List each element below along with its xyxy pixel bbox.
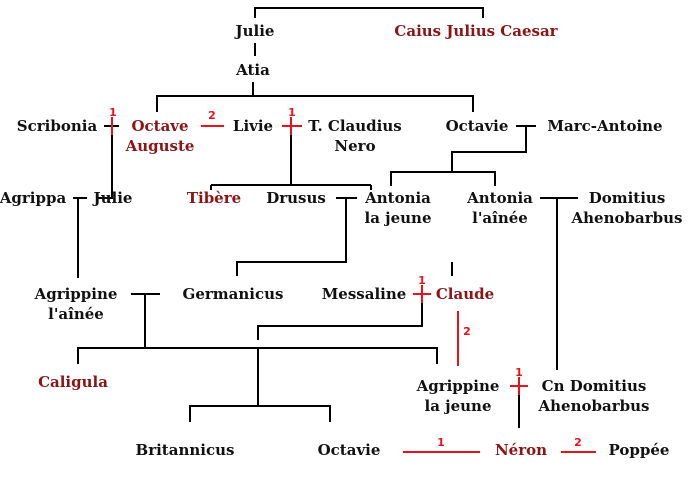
person-julie: Julie <box>92 189 133 207</box>
person-livie: Livie <box>233 117 273 135</box>
marriage-agrippine-cndomitius <box>510 377 528 395</box>
person-caligula: Caligula <box>38 373 108 391</box>
person-caesar: Caius Julius Caesar <box>394 22 558 40</box>
person-agrippa: Agrippa <box>0 189 66 207</box>
lineage-lines <box>73 7 578 428</box>
person-octave: Octave <box>131 117 188 135</box>
person-poppee: Poppée <box>609 441 670 459</box>
person-cn-domitius-line2: Ahenobarbus <box>538 397 650 415</box>
marriage-order-marks: 1 2 1 1 2 1 1 2 <box>109 106 582 449</box>
person-britannicus: Britannicus <box>136 441 235 459</box>
line-scribonia-octave-child <box>96 126 113 199</box>
mark-octave-livie: 2 <box>208 109 216 122</box>
person-atia: Atia <box>235 61 270 79</box>
line-livie-nero <box>210 126 372 190</box>
person-antonia-minor: Antonia <box>364 189 431 207</box>
person-marc-antoine: Marc-Antoine <box>547 117 662 135</box>
person-germanicus: Germanicus <box>183 285 284 303</box>
person-octavie-junior: Octavie <box>318 441 381 459</box>
marriage-messaline-claude <box>413 285 431 303</box>
person-julie-senior: Julie <box>234 22 275 40</box>
mark-neron-poppee: 2 <box>574 436 582 449</box>
person-antonia-minor-line2: la jeune <box>365 209 432 227</box>
line-julie-caesar <box>254 7 484 18</box>
person-octavie: Octavie <box>446 117 509 135</box>
line-drusus-antonia-children <box>236 198 453 276</box>
mark-scribonia-octave: 1 <box>109 106 117 119</box>
marriage-lines <box>111 117 596 453</box>
person-domitius: Domitius <box>589 189 666 207</box>
person-antonia-major-line2: l'aînée <box>472 209 528 227</box>
person-messaline: Messaline <box>322 285 407 303</box>
line-atia-children <box>156 82 474 112</box>
people: Julie Caius Julius Caesar Atia Scribonia… <box>0 22 682 459</box>
mark-agrippine-cndomitius: 1 <box>515 366 523 379</box>
person-tibere: Tibère <box>187 189 241 207</box>
mark-messaline-claude: 1 <box>418 274 426 287</box>
marriage-livie-nero <box>282 117 302 135</box>
person-cn-domitius: Cn Domitius <box>542 377 647 395</box>
person-antonia-major: Antonia <box>466 189 533 207</box>
line-octavie-marcantoine-children <box>390 126 527 186</box>
line-antonia-domitius <box>540 197 578 370</box>
person-claudius-nero-line2: Nero <box>334 137 375 155</box>
person-agrippine-minor: Agrippine <box>416 377 500 395</box>
person-drusus: Drusus <box>266 189 326 207</box>
person-octave-title: Auguste <box>125 137 195 155</box>
mark-octavie-neron: 1 <box>437 436 445 449</box>
person-claudius-nero: T. Claudius <box>308 117 401 135</box>
line-messaline-claude-children <box>189 294 423 422</box>
person-neron: Néron <box>495 441 547 459</box>
person-domitius-line2: Ahenobarbus <box>571 209 683 227</box>
person-claude: Claude <box>436 285 494 303</box>
line-agrippine-germanicus-children <box>77 294 438 364</box>
person-agrippine-major-line2: l'aînée <box>48 305 104 323</box>
person-agrippine-major: Agrippine <box>34 285 118 303</box>
mark-livie-nero: 1 <box>288 106 296 119</box>
person-scribonia: Scribonia <box>17 117 98 135</box>
person-agrippine-minor-line2: la jeune <box>425 397 492 415</box>
mark-claude-agrippine: 2 <box>463 325 471 338</box>
